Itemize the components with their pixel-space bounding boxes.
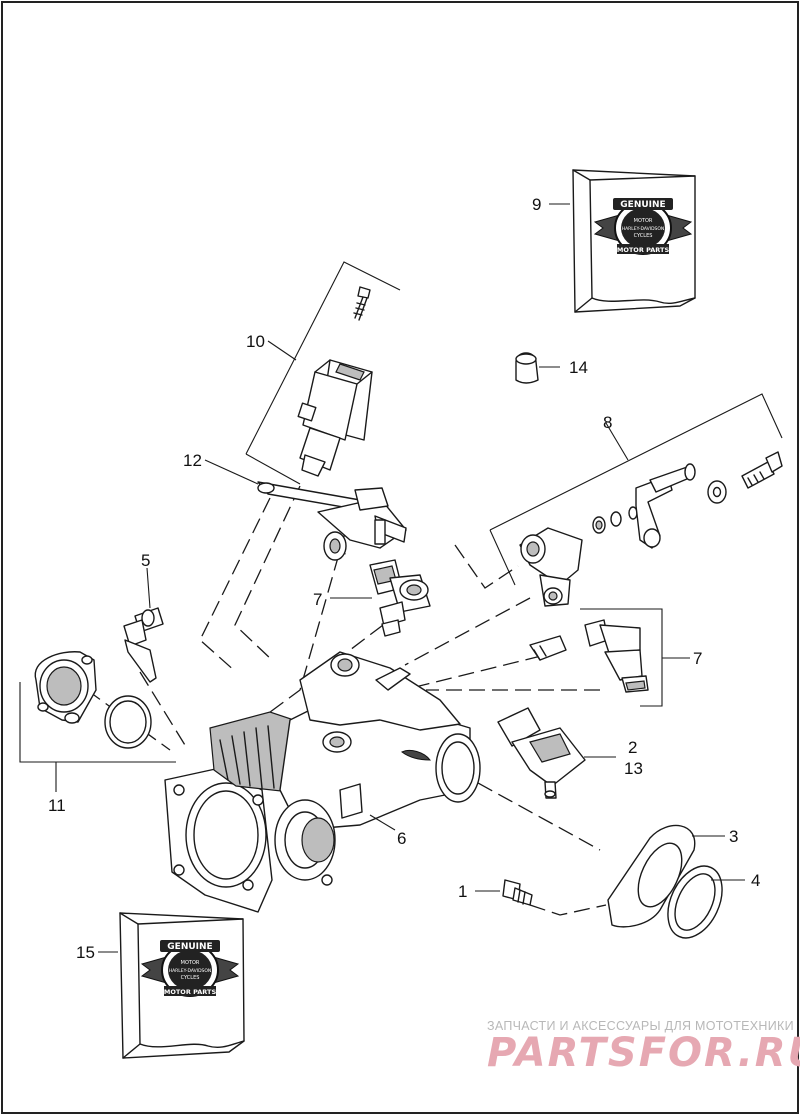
motor-parts-text: MOTOR PARTS: [617, 246, 670, 254]
iac-valve-10[interactable]: [297, 286, 373, 477]
hd-text: HARLEY-DAVIDSON: [169, 968, 212, 974]
map-sensor-2-13[interactable]: [497, 707, 586, 799]
fuel-injector-7-right[interactable]: [529, 619, 649, 693]
callout-4: 4: [751, 871, 760, 890]
callout-labels: 9 10 14 8 12 5 7 7 2 13 11 6 3 4 1 15: [48, 195, 760, 962]
tps-sensor-12[interactable]: [257, 481, 407, 561]
callout-10: 10: [246, 332, 265, 351]
screw-1[interactable]: [502, 879, 533, 906]
kit-bracket-10: [245, 261, 401, 455]
seal-11[interactable]: [104, 695, 152, 749]
genuine-logo-15: GENUINE MOTOR HARLEY-DAVIDSON CYCLES MOT…: [140, 940, 240, 997]
callout-6: 6: [397, 829, 406, 848]
motor-text: MOTOR: [181, 960, 200, 966]
kit-bracket-8: [489, 393, 783, 531]
motor-text: MOTOR: [634, 218, 653, 224]
fuel-injector-7-left[interactable]: [369, 559, 431, 637]
callout-8: 8: [603, 413, 612, 432]
kit-bracket-11: [19, 682, 176, 763]
callout-9: 9: [532, 195, 541, 214]
parts-box-9[interactable]: GENUINE MOTOR HARLEY-DAVIDSON CYCLES MOT…: [572, 169, 696, 313]
genuine-logo-9: GENUINE MOTOR HARLEY-DAVIDSON CYCLES MOT…: [593, 198, 693, 255]
callout-3: 3: [729, 827, 738, 846]
callout-5: 5: [141, 551, 150, 570]
assembly-lines: [86, 485, 607, 916]
genuine-text: GENUINE: [620, 200, 665, 210]
watermark-tagline: ЗАПЧАСТИ И АКСЕССУАРЫ ДЛЯ МОТОТЕХНИКИ: [487, 1019, 794, 1033]
callout-12: 12: [183, 451, 202, 470]
callout-2: 2: [628, 738, 637, 757]
callout-7-right: 7: [693, 649, 702, 668]
leader-lines: [55, 203, 745, 953]
genuine-text: GENUINE: [167, 942, 212, 952]
cycles-text: CYCLES: [181, 975, 200, 981]
callout-7-left: 7: [313, 590, 322, 609]
callout-13: 13: [624, 759, 643, 778]
cover-11[interactable]: [34, 651, 97, 724]
seal-ring-4[interactable]: [657, 857, 733, 946]
motor-parts-text: MOTOR PARTS: [164, 988, 217, 996]
callout-11: 11: [48, 796, 66, 815]
parts-box-15[interactable]: GENUINE MOTOR HARLEY-DAVIDSON CYCLES MOT…: [119, 912, 245, 1059]
callout-15: 15: [76, 943, 95, 962]
hd-text: HARLEY-DAVIDSON: [622, 226, 665, 232]
temp-sensor-5[interactable]: [123, 607, 164, 683]
watermark-brand: PARTSFOR.RU: [487, 1030, 800, 1076]
throttle-body-6[interactable]: [164, 651, 481, 913]
fuel-supply-kit-8[interactable]: [519, 451, 783, 607]
cycles-text: CYCLES: [634, 233, 653, 239]
callout-14: 14: [569, 358, 588, 377]
gasket-3[interactable]: [607, 824, 696, 928]
callout-1: 1: [458, 882, 467, 901]
vacuum-cap-14[interactable]: [515, 352, 539, 384]
